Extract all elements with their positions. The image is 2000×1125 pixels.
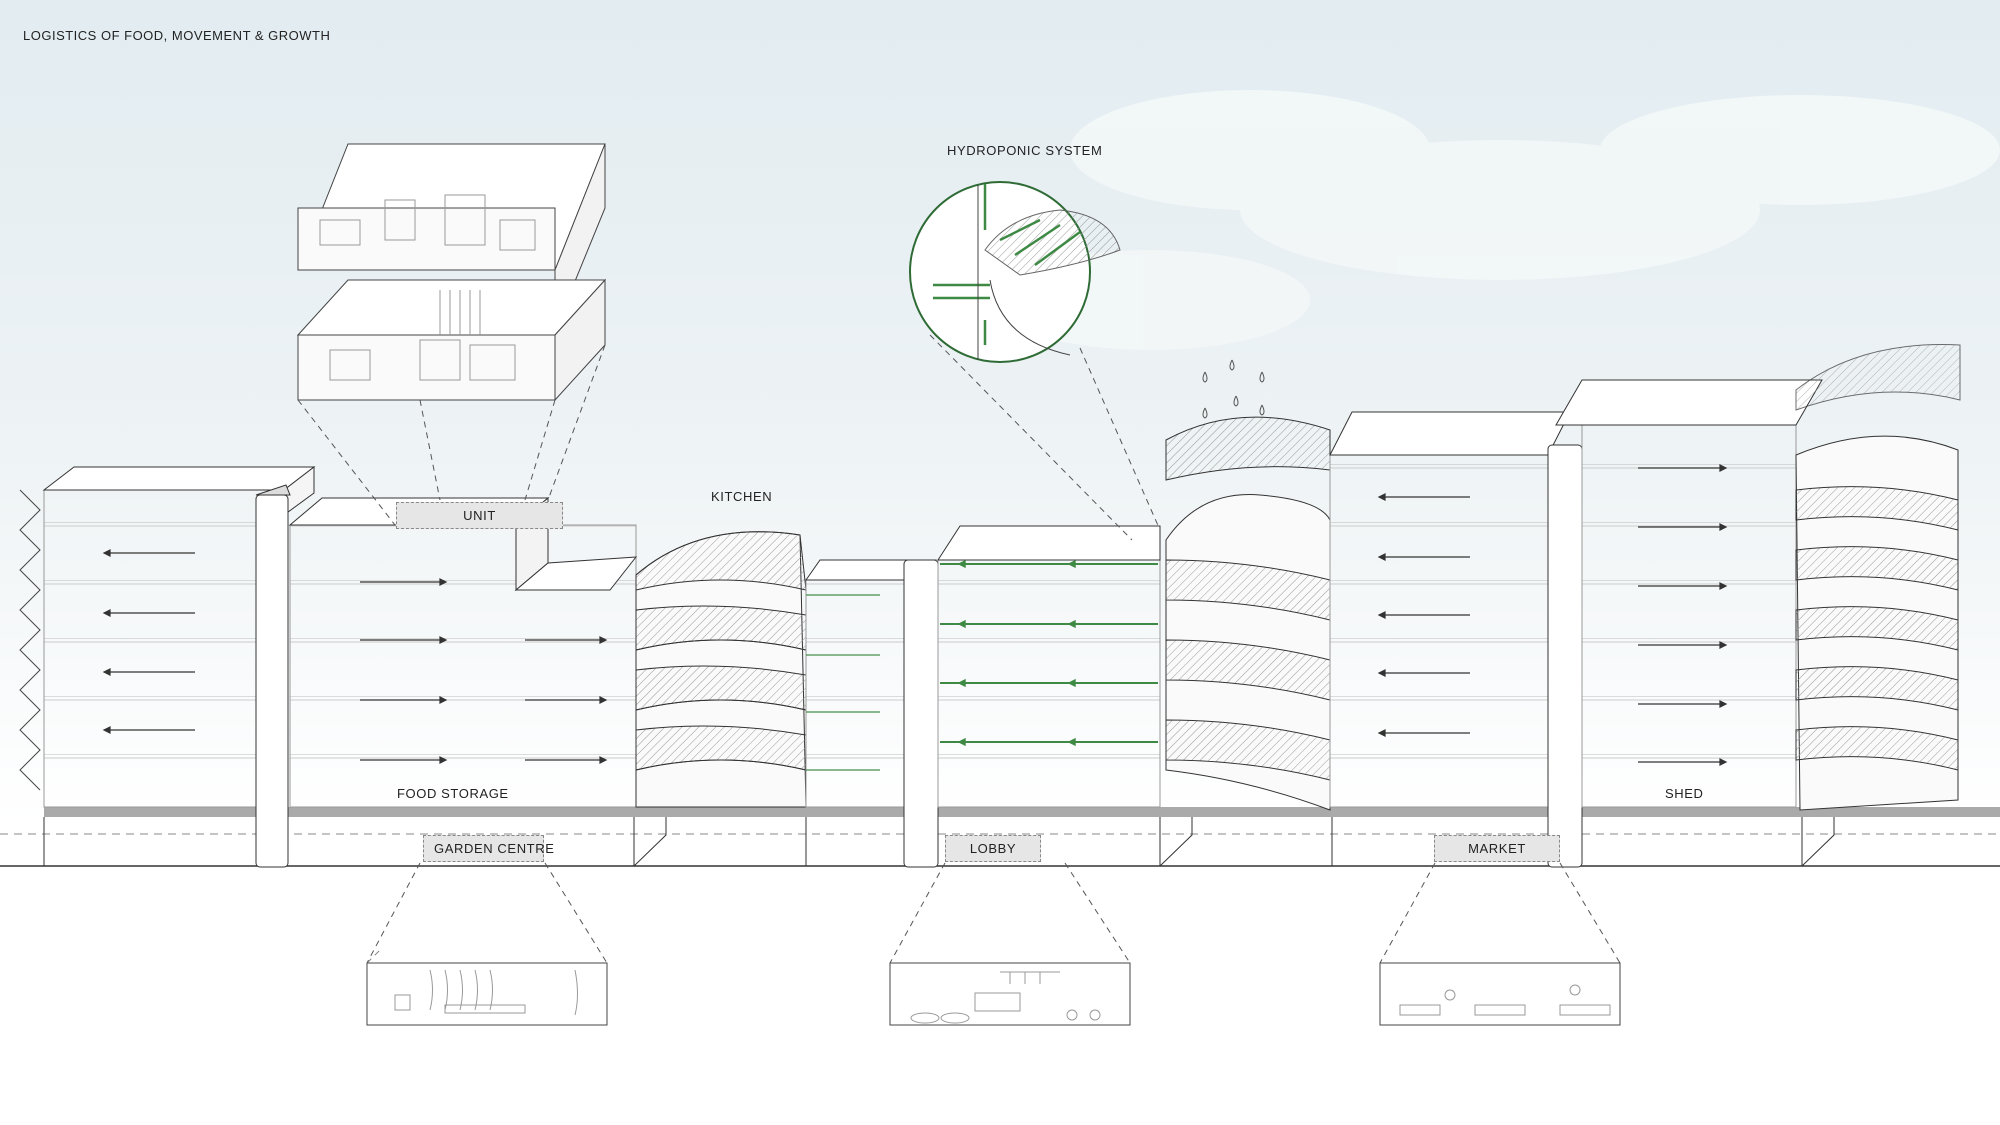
hydroponic-arrows xyxy=(957,559,1140,747)
lobby-inset xyxy=(889,962,1131,1026)
block-e xyxy=(1165,416,1331,811)
arrow xyxy=(525,756,608,764)
arrow xyxy=(1377,669,1470,677)
arrow xyxy=(957,619,1040,629)
label-unit: UNIT xyxy=(396,502,563,529)
arrow xyxy=(102,668,195,676)
arrow xyxy=(1377,729,1470,737)
arrow xyxy=(102,609,195,617)
core-tower-2 xyxy=(903,559,939,868)
garden-centre-inset xyxy=(366,949,608,1026)
label-garden-centre: GARDEN CENTRE xyxy=(423,835,554,862)
arrow xyxy=(360,636,448,644)
arrow xyxy=(1638,700,1728,708)
arrow xyxy=(525,696,608,704)
arrow xyxy=(360,756,448,764)
block-g xyxy=(1555,379,1823,808)
arrow xyxy=(102,549,195,557)
unit-leader-lines xyxy=(297,344,606,526)
arrow xyxy=(1638,582,1728,590)
market-inset xyxy=(1379,962,1621,1026)
arrow xyxy=(1067,737,1140,747)
label-lobby: LOBBY xyxy=(945,835,1041,862)
arrow xyxy=(1067,619,1140,629)
arrow xyxy=(1638,641,1728,649)
block-h xyxy=(1795,344,1961,811)
label-food-storage: FOOD STORAGE xyxy=(397,786,509,801)
kitchen-block xyxy=(635,531,807,808)
arrow xyxy=(957,559,1040,569)
arrow xyxy=(1067,559,1140,569)
core-tower-1 xyxy=(255,484,291,868)
arrow xyxy=(1067,678,1140,688)
block-b xyxy=(288,496,638,808)
block-a xyxy=(19,465,316,808)
label-shed: SHED xyxy=(1665,786,1704,801)
unit-inset xyxy=(296,143,607,402)
arrow xyxy=(1638,523,1728,531)
rain-drops xyxy=(1202,359,1265,419)
block-d xyxy=(937,525,1161,808)
arrow xyxy=(360,696,448,704)
arrow xyxy=(1377,553,1470,561)
arrow xyxy=(1377,611,1470,619)
block-f xyxy=(1329,411,1571,808)
label-kitchen: KITCHEN xyxy=(711,489,773,504)
arrow xyxy=(957,678,1040,688)
arrow xyxy=(1638,464,1728,472)
arrow xyxy=(360,578,448,586)
clouds xyxy=(990,90,2000,350)
ground xyxy=(0,807,2000,867)
label-market: MARKET xyxy=(1434,835,1560,862)
hydroponic-inset xyxy=(909,181,1121,363)
arrow xyxy=(1377,493,1470,501)
arrow xyxy=(525,636,608,644)
hydroponic-leader-lines xyxy=(929,334,1161,541)
label-hydroponic-system: HYDROPONIC SYSTEM xyxy=(947,143,1103,158)
arrow xyxy=(957,737,1040,747)
movement-arrows xyxy=(102,464,1728,766)
arrow xyxy=(1638,758,1728,766)
arrow xyxy=(102,726,195,734)
diagram-title: LOGISTICS OF FOOD, MOVEMENT & GROWTH xyxy=(23,28,331,43)
basement-leader-lines xyxy=(366,862,1621,964)
core-tower-3 xyxy=(1547,444,1583,868)
